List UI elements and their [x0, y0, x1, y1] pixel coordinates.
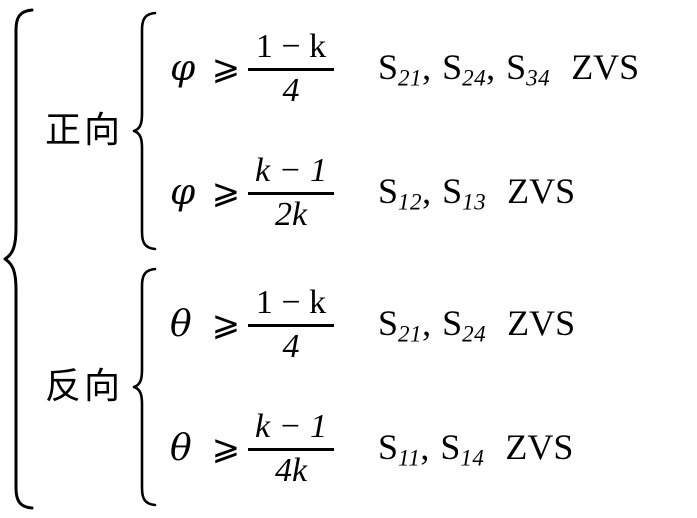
rows-reverse: θ ⩾ 1 − k 4 S21, S24 ZVS: [158, 263, 697, 511]
greater-or-equal-icon: ⩾: [211, 304, 241, 344]
inequality-expression: θ ⩾ 1 − k 4: [170, 285, 360, 365]
fraction-bar: [248, 67, 334, 71]
variable-phi: φ: [170, 172, 196, 213]
inequality-expression: φ ⩾ 1 − k 4: [170, 29, 360, 109]
separator: ,: [420, 426, 432, 467]
greater-or-equal-icon: ⩾: [211, 172, 241, 212]
switch-subscript: 24: [462, 320, 487, 347]
separator: ,: [422, 46, 434, 87]
equation-row: θ ⩾ 1 − k 4 S21, S24 ZVS: [170, 265, 697, 385]
fraction-bar: [248, 191, 334, 195]
switch-label: S24: [442, 46, 487, 91]
switch-label: S13: [442, 170, 487, 215]
group-column: 正向 φ ⩾ 1 − k 4: [36, 7, 697, 511]
switch-label: S12: [378, 170, 423, 215]
switch-subscript: 12: [398, 188, 423, 215]
switch-subscript: 24: [462, 64, 487, 91]
fraction-denominator: 4: [282, 327, 300, 365]
switch-subscript: 11: [398, 444, 421, 471]
inequality-expression: φ ⩾ k − 1 2k: [170, 153, 360, 233]
inner-brace-reverse: [132, 266, 158, 508]
zvs-label: ZVS: [507, 170, 576, 211]
switch-subscript: 21: [398, 64, 423, 91]
rows-forward: φ ⩾ 1 − k 4 S21, S24, S34 ZVS: [158, 7, 697, 255]
fraction: 1 − k 4: [248, 285, 334, 365]
zvs-condition-list: S21, S24, S34 ZVS: [360, 49, 697, 89]
variable-phi: φ: [170, 48, 196, 89]
switch-subscript: 34: [526, 64, 551, 91]
fraction-numerator: 1 − k: [255, 27, 327, 65]
fraction: k − 1 2k: [248, 153, 334, 233]
zvs-label: ZVS: [507, 302, 576, 343]
zvs-condition-list: S12, S13 ZVS: [360, 173, 697, 213]
switch-label: S34: [506, 46, 551, 91]
variable-theta: θ: [170, 304, 192, 345]
greater-or-equal-icon: ⩾: [211, 428, 241, 468]
zvs-condition-list: S21, S24 ZVS: [360, 305, 697, 345]
fraction-numerator: k − 1: [254, 407, 328, 445]
fraction-bar: [248, 447, 334, 451]
zvs-label: ZVS: [571, 46, 640, 87]
group-label-reverse: 反向: [44, 366, 123, 407]
fraction-numerator: k − 1: [254, 151, 328, 189]
switch-subscript: 13: [462, 188, 487, 215]
switch-label: S21: [378, 302, 423, 347]
group-label-forward: 正向: [44, 110, 123, 151]
fraction: k − 1 4k: [248, 409, 334, 489]
fraction: 1 − k 4: [248, 29, 334, 109]
switch-label: S14: [440, 426, 485, 471]
equation-row: φ ⩾ k − 1 2k S12, S13 ZVS: [170, 133, 697, 253]
inequality-expression: θ ⩾ k − 1 4k: [170, 409, 360, 489]
group-reverse: 反向 θ ⩾ 1 − k 4: [36, 263, 697, 511]
fraction-bar: [248, 323, 334, 327]
group-forward: 正向 φ ⩾ 1 − k 4: [36, 7, 697, 255]
separator: ,: [486, 46, 498, 87]
equation-row: φ ⩾ 1 − k 4 S21, S24, S34 ZVS: [170, 9, 697, 129]
switch-subscript: 21: [398, 320, 423, 347]
fraction-denominator: 2k: [274, 195, 308, 233]
equation-row: θ ⩾ k − 1 4k S11, S14 ZVS: [170, 389, 697, 509]
switch-subscript: 14: [460, 444, 485, 471]
zvs-condition-list: S11, S14 ZVS: [360, 429, 697, 469]
switch-label: S21: [378, 46, 423, 91]
fraction-numerator: 1 − k: [255, 283, 327, 321]
greater-or-equal-icon: ⩾: [211, 48, 241, 88]
switch-label: S24: [442, 302, 487, 347]
inner-brace-forward: [132, 10, 158, 252]
outer-brace: [2, 6, 36, 512]
zvs-label: ZVS: [505, 426, 574, 467]
fraction-denominator: 4k: [274, 451, 308, 489]
variable-theta: θ: [170, 428, 192, 469]
fraction-denominator: 4: [282, 71, 300, 109]
separator: ,: [422, 302, 434, 343]
switch-label: S11: [378, 426, 421, 471]
separator: ,: [422, 170, 434, 211]
